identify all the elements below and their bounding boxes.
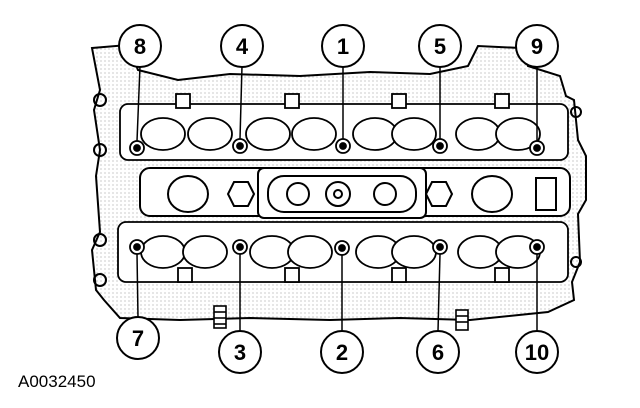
callout-4: 4 xyxy=(220,24,264,68)
svg-text:10: 10 xyxy=(525,340,549,365)
callout-5: 5 xyxy=(418,24,462,68)
callout-8: 8 xyxy=(118,24,162,68)
head-bolts-top xyxy=(129,138,545,156)
callout-9: 9 xyxy=(515,24,559,68)
svg-text:1: 1 xyxy=(337,34,349,59)
leader-lines xyxy=(136,65,538,332)
figure-code: A0032450 xyxy=(18,372,96,391)
svg-text:2: 2 xyxy=(336,340,348,365)
svg-text:7: 7 xyxy=(132,326,144,351)
lower-studs xyxy=(213,305,469,331)
callout-10: 10 xyxy=(515,330,559,374)
callout-7: 7 xyxy=(116,316,160,360)
svg-text:8: 8 xyxy=(134,34,146,59)
svg-text:4: 4 xyxy=(236,34,249,59)
svg-text:6: 6 xyxy=(432,340,444,365)
svg-text:3: 3 xyxy=(234,340,246,365)
svg-text:9: 9 xyxy=(531,34,543,59)
spark-plug-gallery xyxy=(139,167,571,219)
svg-text:5: 5 xyxy=(434,34,446,59)
callout-1: 1 xyxy=(321,24,365,68)
upper-valve-bank xyxy=(119,93,569,161)
callout-2: 2 xyxy=(320,330,364,374)
head-bolts-bottom xyxy=(129,239,545,256)
callout-3: 3 xyxy=(218,330,262,374)
callout-6: 6 xyxy=(416,330,460,374)
